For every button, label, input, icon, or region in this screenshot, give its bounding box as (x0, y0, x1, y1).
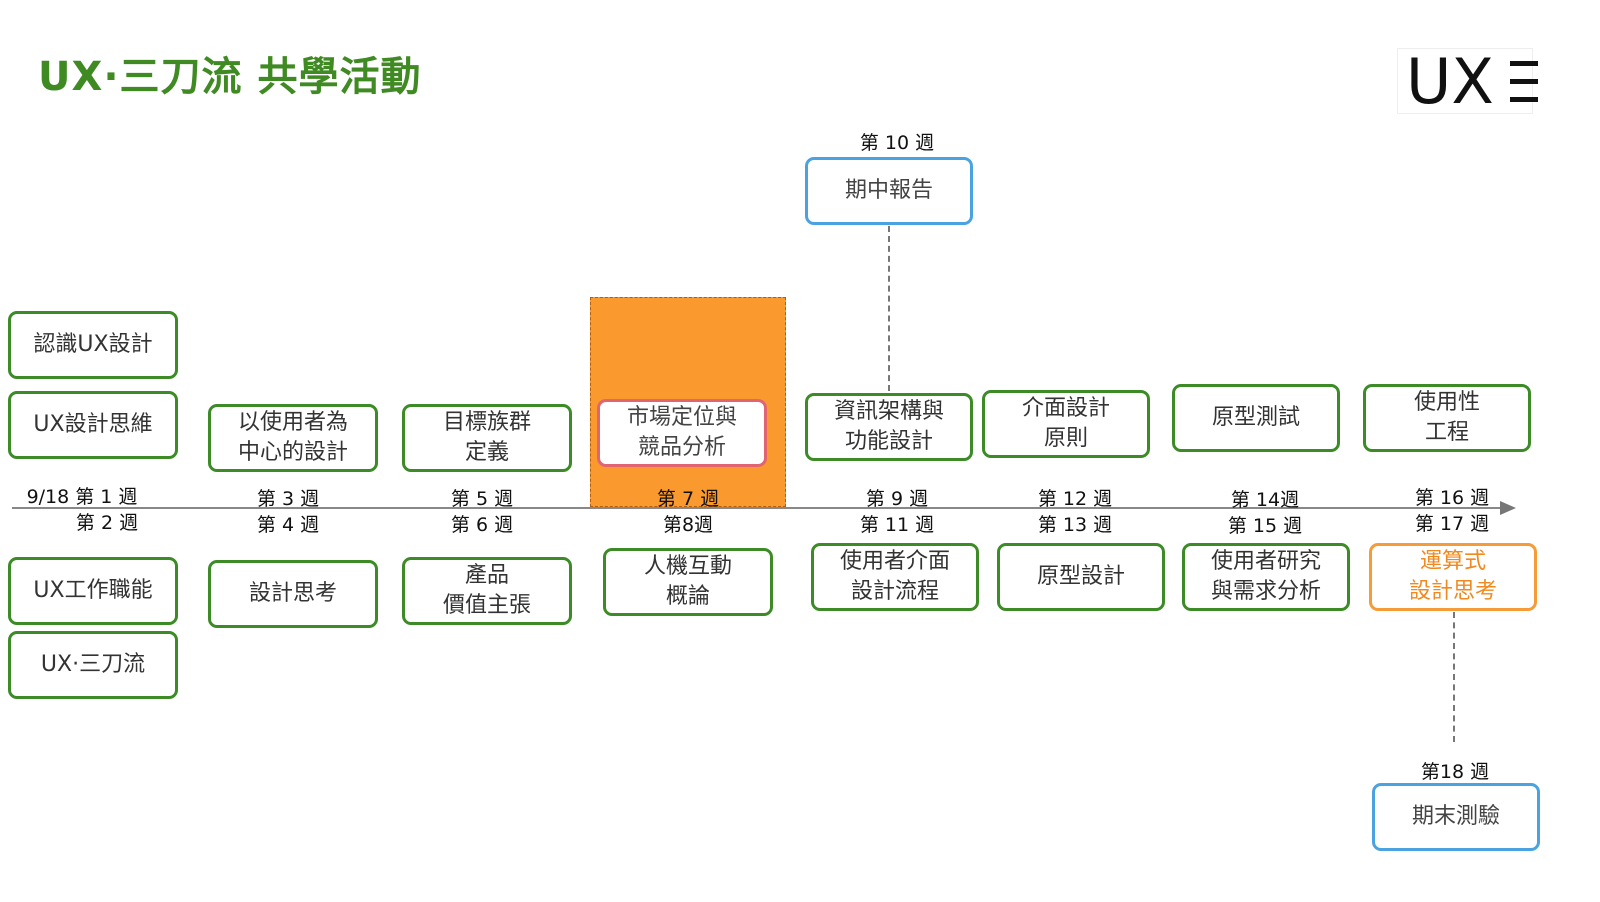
week10-connector (888, 226, 890, 391)
topic-box-upper: UX設計思維 (8, 391, 178, 459)
week-label: 第 14週 (1230, 489, 1300, 511)
topic-box-upper: 以使用者為中心的設計 (208, 404, 378, 472)
week-label: 第 2 週 (75, 512, 139, 534)
final-exam-box: 期末測驗 (1372, 783, 1540, 851)
topic-box-upper: 介面設計原則 (982, 390, 1150, 458)
topic-box-lower: 使用者研究與需求分析 (1182, 543, 1350, 611)
topic-box-lower: 人機互動概論 (603, 548, 773, 616)
week10-label: 第 10 週 (859, 132, 935, 154)
week-label: 第 13 週 (1037, 514, 1113, 536)
ux-logo: UX (1397, 48, 1538, 115)
topic-box-lower: 原型設計 (997, 543, 1165, 611)
week-label: 第 4 週 (256, 514, 320, 536)
week-label: 第 3 週 (256, 488, 320, 510)
week18-connector (1453, 612, 1455, 742)
topic-box-upper: 市場定位與競品分析 (597, 399, 767, 467)
week-label: 第 11 週 (859, 514, 935, 536)
week-label: 第 6 週 (450, 514, 514, 536)
midterm-report-box: 期中報告 (805, 157, 973, 225)
topic-box-lower: 運算式設計思考 (1369, 543, 1537, 611)
logo-text: UX (1406, 45, 1494, 118)
topic-box-upper: 認識UX設計 (8, 311, 178, 379)
week18-label: 第18 週 (1420, 761, 1490, 783)
topic-box-lower: UX工作職能 (8, 557, 178, 625)
topic-box-lower: 設計思考 (208, 560, 378, 628)
logo-bars-icon (1510, 61, 1538, 103)
page-title: UX·三刀流 共學活動 (38, 54, 422, 100)
week-label: 第 7 週 (656, 488, 720, 510)
topic-box-lower: 產品價值主張 (402, 557, 572, 625)
week-label: 第 5 週 (450, 488, 514, 510)
week-label: 第 9 週 (865, 488, 929, 510)
week-label: 第 12 週 (1037, 488, 1113, 510)
week-label: 第 16 週 (1414, 487, 1490, 509)
timeline-axis (12, 507, 1502, 509)
topic-box-upper: 資訊架構與功能設計 (805, 393, 973, 461)
week-label: 第 17 週 (1414, 513, 1490, 535)
topic-box-lower: UX·三刀流 (8, 631, 178, 699)
topic-box-lower: 使用者介面設計流程 (811, 543, 979, 611)
timeline-arrow-icon (1500, 501, 1516, 515)
week-label: 第8週 (662, 514, 714, 536)
week-label: 第 15 週 (1227, 515, 1303, 537)
week-label: 9/18 第 1 週 (26, 486, 138, 508)
topic-box-upper: 原型測試 (1172, 384, 1340, 452)
topic-box-upper: 使用性工程 (1363, 384, 1531, 452)
topic-box-upper: 目標族群定義 (402, 404, 572, 472)
